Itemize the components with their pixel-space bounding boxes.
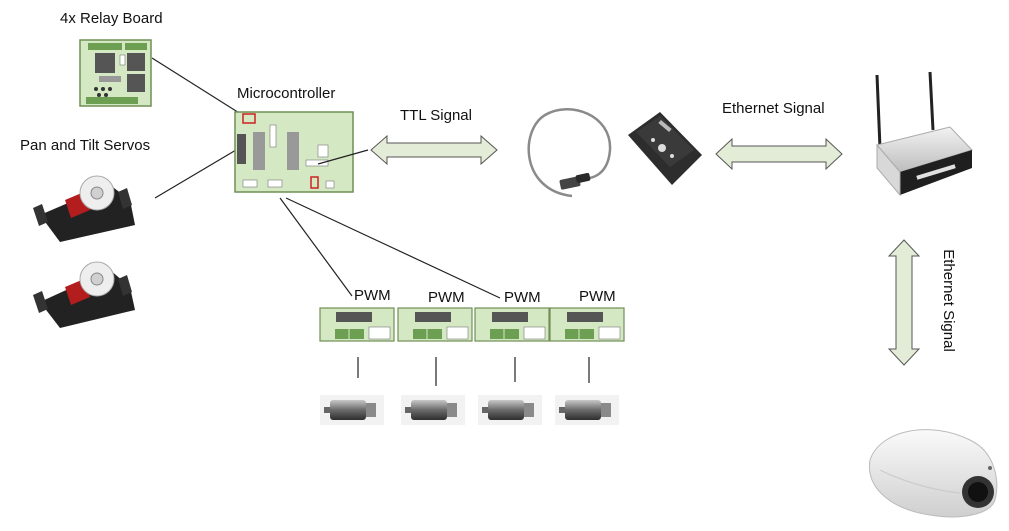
- pwm-label-3: PWM: [504, 289, 541, 306]
- pwm-board-icon-2: [397, 307, 473, 342]
- pwm-board-icon-3: [474, 307, 550, 342]
- dc-motor-icon-1: [320, 395, 384, 425]
- ethernet-double-arrow-vertical: [887, 239, 921, 366]
- servos-label: Pan and Tilt Servos: [20, 137, 151, 154]
- relay-board-label: 4x Relay Board: [60, 10, 163, 27]
- ethernet-double-arrow-horizontal: [715, 137, 843, 171]
- dc-motor-icon-4: [555, 395, 619, 425]
- servo-icon-1: [33, 175, 135, 242]
- serial-cable-icon: [527, 107, 612, 198]
- wireless-router-icon: [875, 71, 973, 197]
- pwm-label-4: PWM: [579, 288, 616, 305]
- ip-camera-icon: [868, 429, 998, 518]
- line-mcu-to-pwm1: [279, 197, 353, 297]
- dc-motor-icon-3: [478, 395, 542, 425]
- connection-lines: [151, 57, 590, 386]
- dc-motor-icon-2: [401, 395, 465, 425]
- ttl-double-arrow: [370, 134, 498, 166]
- line-servo-to-mcu: [154, 149, 237, 199]
- pwm-board-icon-1: [319, 307, 395, 342]
- relay-board-icon: [79, 39, 152, 107]
- pwm-label-1: PWM: [354, 287, 391, 304]
- line-mcu-to-ttl: [317, 149, 369, 165]
- microcontroller-label: Microcontroller: [237, 85, 336, 102]
- pwm-label-2: PWM: [428, 289, 465, 306]
- line-mcu-to-pwm3: [285, 197, 501, 299]
- microcontroller-board-icon: [234, 111, 354, 193]
- pwm-board-icon-4: [549, 307, 625, 342]
- serial-ethernet-converter-icon: [628, 112, 702, 185]
- ttl-signal-label: TTL Signal: [400, 107, 472, 124]
- ethernet-signal-label: Ethernet Signal: [722, 100, 825, 117]
- servo-icon-2: [33, 261, 135, 328]
